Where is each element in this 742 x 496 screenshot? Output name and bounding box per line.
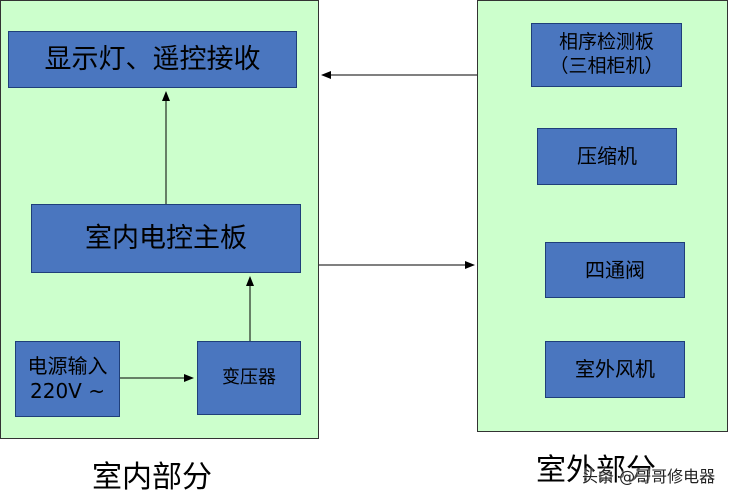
power-input-box: 电源输入 220V ~	[15, 341, 120, 417]
transformer-box: 变压器	[197, 341, 301, 415]
display-receiver-label: 显示灯、遥控接收	[44, 43, 261, 75]
main-board-box: 室内电控主板	[31, 204, 301, 273]
phase-board-label-line1: 相序检测板	[558, 31, 654, 54]
outdoor-fan-label: 室外风机	[575, 357, 655, 381]
main-board-label: 室内电控主板	[85, 222, 247, 254]
watermark: 头条 @哥哥修电器	[582, 467, 716, 486]
indoor-caption: 室内部分	[92, 460, 212, 495]
phase-board-box: 相序检测板 （三相柜机）	[531, 23, 682, 87]
compressor-box: 压缩机	[537, 128, 677, 185]
phase-board-label-line2: （三相柜机）	[549, 55, 664, 77]
power-input-label-line1: 电源输入	[27, 354, 108, 378]
four-way-valve-label: 四通阀	[585, 257, 645, 282]
power-input-label-line2: 220V ~	[30, 379, 105, 403]
four-way-valve-box: 四通阀	[545, 242, 685, 298]
outdoor-caption: 室外部分	[536, 453, 656, 488]
transformer-label: 变压器	[222, 366, 276, 388]
outdoor-fan-box: 室外风机	[545, 341, 685, 398]
compressor-label: 压缩机	[577, 144, 637, 168]
display-receiver-box: 显示灯、遥控接收	[8, 31, 297, 88]
